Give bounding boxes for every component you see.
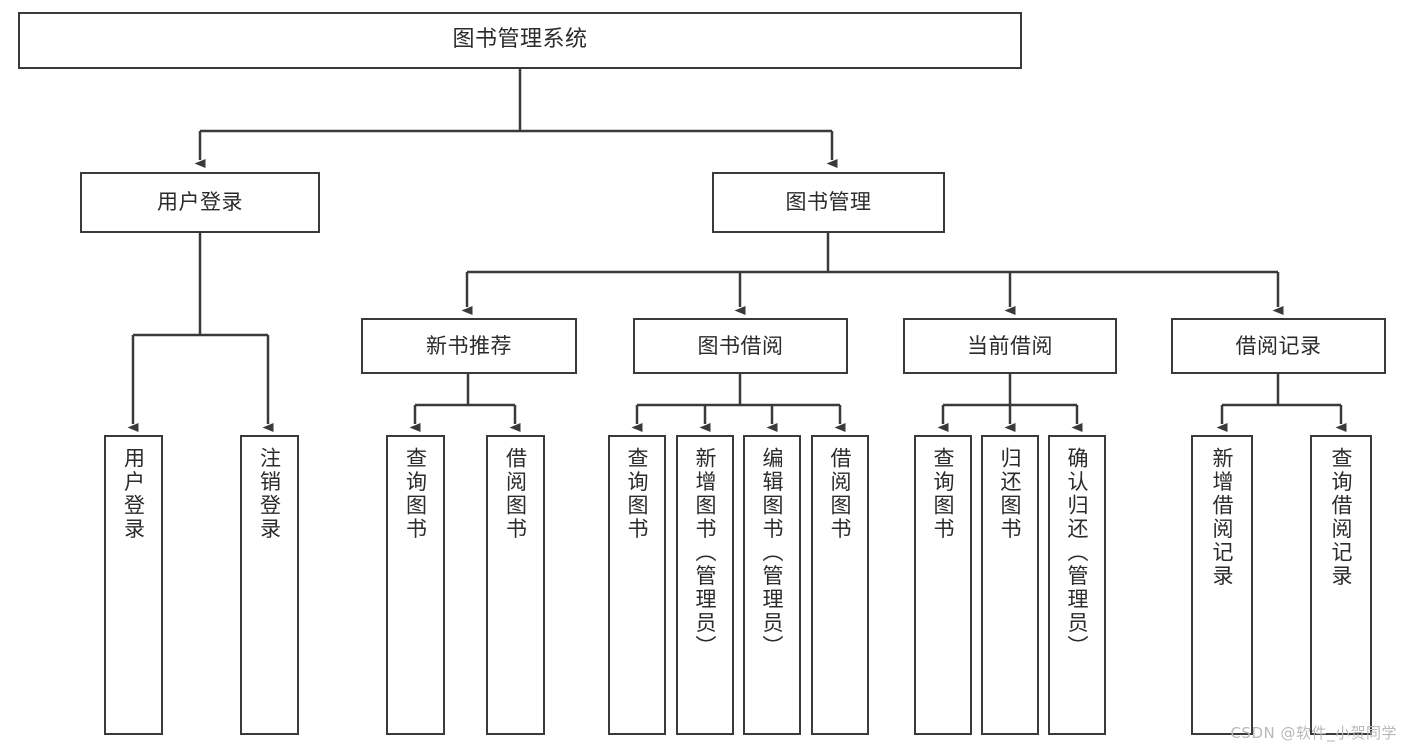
- leaf-user-login[interactable]: 用户登录: [104, 435, 163, 735]
- node-label: 借阅记录: [1235, 333, 1322, 358]
- node-label: 注销登录: [257, 447, 282, 541]
- node-user-login[interactable]: 用户登录: [80, 172, 320, 233]
- node-label: 查询图书: [625, 447, 650, 541]
- node-label: 新增借阅记录: [1210, 447, 1235, 588]
- leaf-add-book-admin[interactable]: 新增图书（管理员）: [676, 435, 734, 735]
- csdn-watermark: CSDN @软件_小贺同学: [1230, 724, 1397, 742]
- node-label: 新增图书（管理员）: [693, 447, 718, 659]
- leaf-query-book-borrow[interactable]: 查询图书: [608, 435, 666, 735]
- leaf-confirm-return-admin[interactable]: 确认归还（管理员）: [1048, 435, 1106, 735]
- leaf-query-borrow-record[interactable]: 查询借阅记录: [1310, 435, 1372, 735]
- leaf-add-borrow-record[interactable]: 新增借阅记录: [1191, 435, 1253, 735]
- leaf-borrow-book-new[interactable]: 借阅图书: [486, 435, 545, 735]
- node-borrowing-record[interactable]: 借阅记录: [1171, 318, 1386, 374]
- leaf-logout[interactable]: 注销登录: [240, 435, 299, 735]
- node-label: 借阅图书: [828, 447, 853, 541]
- node-label: 编辑图书（管理员）: [760, 447, 785, 659]
- node-label: 查询借阅记录: [1329, 447, 1354, 588]
- node-current-borrowing[interactable]: 当前借阅: [903, 318, 1117, 374]
- leaf-query-book-current[interactable]: 查询图书: [914, 435, 972, 735]
- leaf-edit-book-admin[interactable]: 编辑图书（管理员）: [743, 435, 801, 735]
- leaf-query-book-new[interactable]: 查询图书: [386, 435, 445, 735]
- leaf-return-book[interactable]: 归还图书: [981, 435, 1039, 735]
- node-label: 新书推荐: [426, 333, 512, 358]
- node-label: 当前借阅: [967, 333, 1053, 358]
- node-label: 图书管理系统: [452, 27, 588, 53]
- node-label: 图书管理: [785, 190, 872, 215]
- node-label: 图书借阅: [697, 333, 784, 358]
- node-book-borrowing[interactable]: 图书借阅: [633, 318, 848, 374]
- node-label: 确认归还（管理员）: [1065, 447, 1090, 659]
- node-label: 用户登录: [157, 190, 243, 215]
- node-label: 查询图书: [403, 447, 428, 541]
- node-label: 借阅图书: [503, 447, 528, 541]
- node-label: 归还图书: [998, 447, 1023, 541]
- node-label: 用户登录: [121, 447, 146, 541]
- node-root-book-management-system[interactable]: 图书管理系统: [18, 12, 1022, 69]
- node-label: 查询图书: [931, 447, 956, 541]
- node-new-book-recommendation[interactable]: 新书推荐: [361, 318, 577, 374]
- leaf-borrow-book[interactable]: 借阅图书: [811, 435, 869, 735]
- node-book-management[interactable]: 图书管理: [712, 172, 945, 233]
